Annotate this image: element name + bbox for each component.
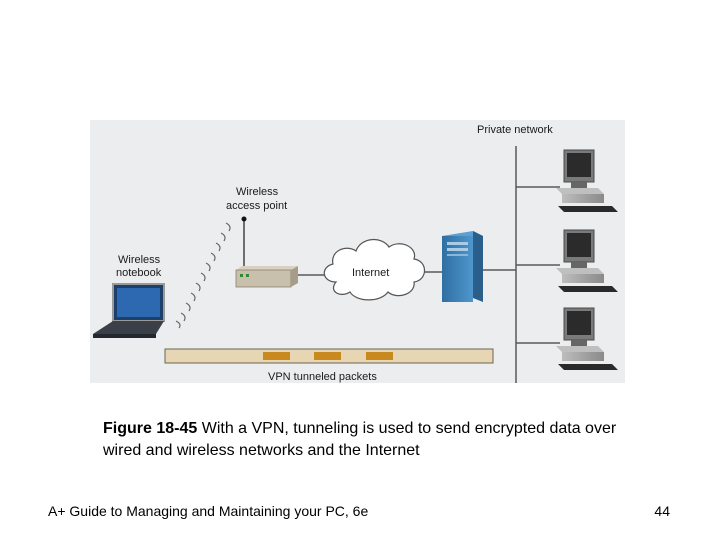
- wireless-access-point: [235, 216, 298, 288]
- figure-caption-text: With a VPN, tunneling is used to send en…: [103, 420, 617, 459]
- footer-book-title: A+ Guide to Managing and Maintaining you…: [48, 503, 369, 519]
- desktop-computer: [556, 149, 618, 212]
- desktop-computer: [556, 229, 618, 292]
- label-internet: Internet: [352, 267, 389, 279]
- figure-caption: Figure 18-45 With a VPN, tunneling is us…: [103, 418, 643, 462]
- tunneled-packet: [263, 352, 290, 360]
- wireless-signal-icon: [175, 222, 231, 329]
- label-wireless-notebook-2: notebook: [116, 267, 162, 279]
- label-private-network: Private network: [477, 124, 553, 136]
- figure-number: Figure 18-45: [103, 420, 198, 437]
- label-wireless-access-point-1: Wireless: [236, 186, 279, 198]
- label-vpn-tunneled-packets: VPN tunneled packets: [268, 371, 377, 383]
- desktop-computer: [556, 307, 618, 370]
- vpn-server: [442, 231, 483, 302]
- footer-page-number: 44: [654, 503, 670, 519]
- internet-cloud: Internet: [323, 239, 426, 301]
- tunneled-packet: [366, 352, 393, 360]
- label-wireless-access-point-2: access point: [226, 200, 287, 212]
- label-wireless-notebook-1: Wireless: [118, 254, 161, 266]
- tunneled-packet: [314, 352, 341, 360]
- vpn-tunnel: [164, 348, 494, 364]
- vpn-diagram: Private network Internet Wireless access…: [90, 120, 625, 383]
- wireless-notebook: [93, 283, 165, 338]
